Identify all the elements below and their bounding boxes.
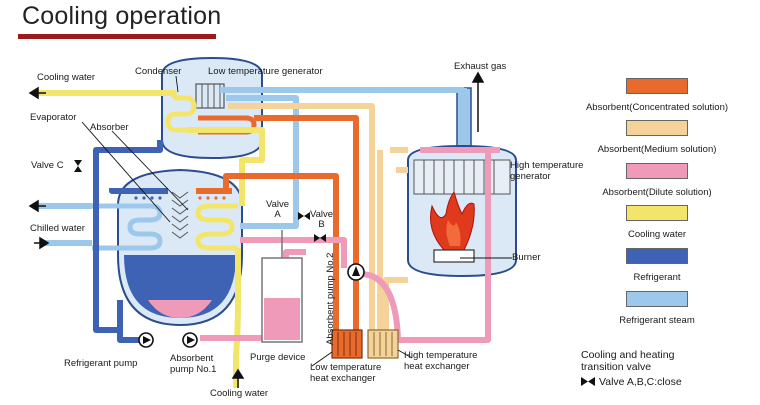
label-valve-b: Valve B (310, 209, 334, 230)
label-valve-c: Valve C (31, 160, 64, 171)
legend-swatch-cooling-water (626, 205, 688, 221)
label-absorber: Absorber (90, 122, 129, 133)
label-exhaust-gas: Exhaust gas (454, 61, 507, 72)
label-chilled-water: Chilled water (30, 223, 85, 234)
burner-flame (430, 190, 475, 263)
valve-symbol-icon (581, 377, 595, 386)
legend-label-refrigerant-steam: Refrigerant steam (619, 315, 695, 326)
legend-label-medium: Absorbent(Medium solution) (597, 144, 717, 155)
valve-note-text: Valve A,B,C:close (599, 376, 682, 388)
legend-swatch-concentrated (626, 78, 688, 94)
valve-note-heading: Cooling and heating transition valve (581, 349, 675, 373)
label-low-temperature-heat-exchanger: Low temperature heat exchanger (310, 362, 382, 384)
label-low-temperature-generator: Low temperature generator (208, 66, 323, 77)
legend-swatch-refrigerant-steam (626, 291, 688, 307)
valve-a-icon (298, 212, 310, 220)
label-high-temperature-generator: High temperature generator (510, 160, 584, 182)
label-purge-device: Purge device (250, 352, 306, 363)
label-absorbent-pump-no1: Absorbent pump No.1 (170, 353, 217, 375)
exhaust-gas-arrow (471, 71, 485, 132)
legend-swatch-refrigerant (626, 248, 688, 264)
spray-headers (132, 188, 232, 200)
medium-solution-piping (228, 103, 408, 330)
label-cooling-water-top: Cooling water (37, 72, 96, 83)
page-title: Cooling operation (22, 2, 222, 30)
valve-note: Valve A,B,C:close (581, 376, 682, 388)
valve-b-icon (314, 234, 326, 242)
absorber-coil (195, 203, 238, 251)
legend-label-dilute: Absorbent(Dilute solution) (602, 187, 712, 198)
label-high-temperature-heat-exchanger: High temperature heat exchanger (404, 350, 478, 372)
label-burner: Burner (512, 252, 541, 263)
valve-c-icon (74, 160, 82, 172)
absorbent-pump-no2-icon (347, 263, 365, 281)
refrigerant-pump-icon (138, 332, 154, 348)
condenser-coil (165, 95, 197, 133)
label-valve-a: Valve A (266, 199, 290, 220)
leader-lines (81, 75, 512, 367)
label-evaporator: Evaporator (30, 112, 77, 123)
legend-swatch-medium (626, 120, 688, 136)
legend-label-refrigerant: Refrigerant (633, 272, 681, 283)
label-absorbent-pump-no2: Absorbent pump No.2 (325, 252, 336, 345)
evaporator-absorber-shell (117, 168, 243, 327)
high-temperature-heat-exchanger (367, 329, 399, 359)
eliminator (171, 191, 189, 239)
dilute-solution-piping (200, 147, 500, 343)
refrigerant-piping (93, 140, 163, 343)
legend-label-concentrated: Absorbent(Concentrated solution) (585, 102, 729, 113)
title-underline (18, 34, 216, 39)
label-cooling-water-bottom: Cooling water (210, 388, 269, 399)
label-condenser: Condenser (135, 66, 182, 77)
label-refrigerant-pump: Refrigerant pump (64, 358, 138, 369)
low-temperature-heat-exchanger (331, 329, 363, 359)
purge-device (261, 230, 303, 343)
legend-swatch-dilute (626, 163, 688, 179)
legend-label-cooling-water: Cooling water (627, 229, 687, 240)
absorbent-pump-no1-icon (182, 332, 198, 348)
evaporator-coil (92, 203, 163, 251)
flow-arrows (28, 86, 245, 388)
